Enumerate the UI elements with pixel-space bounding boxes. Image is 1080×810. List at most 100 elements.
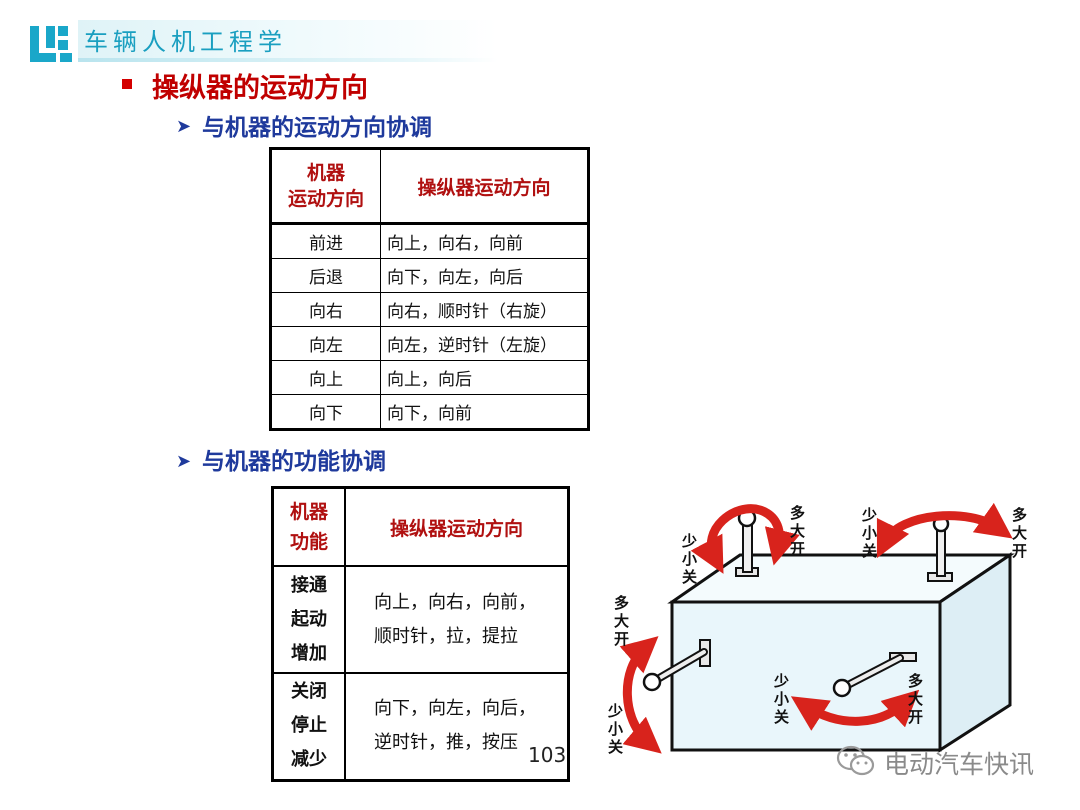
course-title: 车辆人机工程学	[84, 28, 287, 56]
svg-text:开: 开	[1012, 542, 1027, 560]
svg-text:小: 小	[774, 690, 789, 708]
table-row: 向左 向左，逆时针（左旋）	[270, 326, 589, 361]
main-heading: 操纵器的运动方向	[152, 73, 368, 104]
svg-text:大: 大	[614, 612, 629, 630]
function-text: 关闭	[291, 681, 327, 703]
front-lever-knob	[642, 672, 662, 692]
watermark-text: 电动汽车快讯	[884, 750, 1035, 779]
table-header-row: 机器 功能 操纵器运动方向	[271, 486, 570, 567]
svg-text:多: 多	[790, 504, 805, 522]
table-cell-control: 向左，逆时针（左旋）	[380, 326, 589, 361]
svg-text:大: 大	[790, 522, 805, 540]
box-side-face	[938, 552, 1012, 753]
table-cell-control: 向右，顺时针（右旋）	[380, 292, 589, 327]
svg-text:少: 少	[607, 702, 623, 720]
bullet-square	[122, 79, 132, 89]
table-cell-machine: 向下	[270, 394, 381, 430]
motion-direction-table: 机器 运动方向 操纵器运动方向 前进 向上，向右，向前 后退 向下，向左，向后 …	[269, 147, 590, 431]
rotate-arrow-front-left	[619, 636, 662, 754]
function-text: 接通	[291, 574, 327, 596]
function-text: 增加	[291, 642, 327, 664]
svg-text:少: 少	[861, 506, 877, 524]
table-cell-function: 接通 起动 增加	[271, 565, 346, 674]
control-text: 逆时针，推，按压	[374, 732, 518, 754]
table-cell-control: 向上，向后	[380, 360, 589, 395]
table-row: 关闭 停止 减少 向下，向左，向后， 逆时针，推，按压	[271, 672, 570, 781]
table-cell-machine: 后退	[270, 258, 381, 293]
table-header-row: 机器 运动方向 操纵器运动方向	[270, 148, 589, 224]
svg-text:大: 大	[908, 690, 923, 708]
header-text-line: 机器	[306, 162, 345, 184]
table-cell-function: 关闭 停止 减少	[271, 672, 346, 781]
svg-text:关: 关	[862, 542, 877, 560]
table-header-function: 机器 功能	[271, 486, 346, 567]
svg-text:多: 多	[614, 594, 629, 612]
section-heading-function: 与机器的功能协调	[202, 449, 386, 475]
function-text: 减少	[291, 749, 327, 771]
chevron-right-icon: ➤	[176, 451, 192, 472]
rotate-arrow-top-left	[690, 504, 800, 574]
svg-text:开: 开	[790, 540, 805, 558]
control-text: 向上，向右，向前，	[374, 591, 536, 613]
svg-text:少: 少	[773, 672, 789, 690]
svg-text:少: 少	[681, 532, 697, 550]
table-row: 向上 向上，向后	[270, 360, 589, 395]
table-cell-machine: 向右	[270, 292, 381, 327]
control-text: 顺时针，拉，提拉	[374, 625, 518, 647]
table-header-machine: 机器 运动方向	[270, 148, 381, 224]
table-row: 向右 向右，顺时针（右旋）	[270, 292, 589, 327]
table-cell-machine: 向上	[270, 360, 381, 395]
box-front-face	[670, 600, 942, 752]
header-bar	[78, 20, 498, 60]
svg-text:多: 多	[908, 672, 923, 690]
header-underline	[78, 58, 498, 62]
label-more-top-left: 多 大 开	[790, 504, 805, 558]
table-cell-control: 向上，向右，向前， 顺时针，拉，提拉	[344, 565, 570, 674]
rotate-arrow-top-right	[876, 502, 1013, 559]
top-lever2-stem	[936, 525, 946, 577]
rotate-arrow-front-right	[790, 689, 920, 731]
table-cell-control: 向下，向左，向后	[380, 258, 589, 293]
svg-text:大: 大	[1012, 524, 1027, 542]
svg-text:开: 开	[614, 630, 629, 648]
control-box-illustration: 多 大 开 少 小 关 少 小 关 多 大 开 多 大 开 少 小 关 少 小 …	[607, 502, 1027, 756]
section-heading-motion: 与机器的运动方向协调	[202, 115, 432, 141]
svg-text:多: 多	[1012, 506, 1027, 524]
function-direction-table: 机器 功能 操纵器运动方向 接通 起动 增加 向上，向右，向前， 顺时针，拉，提…	[271, 486, 570, 782]
svg-text:关: 关	[774, 708, 789, 726]
table-row: 接通 起动 增加 向上，向右，向前， 顺时针，拉，提拉	[271, 565, 570, 674]
label-less-top-right: 少 小 关	[861, 506, 877, 560]
label-less-top-left: 少 小 关	[681, 532, 697, 586]
page-number: 103	[528, 743, 567, 767]
table-cell-control: 向上，向右，向前	[380, 223, 589, 259]
svg-text:小: 小	[862, 524, 877, 542]
top-lever-stem	[742, 519, 753, 573]
table-cell-machine: 前进	[270, 223, 381, 259]
front-lever2-knob	[832, 678, 852, 698]
svg-text:关: 关	[682, 568, 697, 586]
wechat-icon	[836, 745, 875, 776]
svg-text:开: 开	[908, 708, 923, 726]
label-more-front-left: 多 大 开	[614, 594, 629, 648]
control-text: 向下，向左，向后，	[374, 698, 536, 720]
header-text-line: 运动方向	[287, 188, 364, 210]
header-text-line: 功能	[289, 531, 328, 553]
table-cell-control: 向下，向左，向后， 逆时针，推，按压	[344, 672, 570, 781]
table-cell-machine: 向左	[270, 326, 381, 361]
function-text: 起动	[291, 608, 327, 630]
label-more-top-right: 多 大 开	[1012, 506, 1027, 560]
svg-text:小: 小	[682, 550, 697, 568]
course-logo-icon	[30, 26, 72, 62]
chevron-right-icon: ➤	[176, 116, 192, 137]
header-text-line: 机器	[289, 501, 328, 523]
svg-text:关: 关	[608, 738, 623, 756]
svg-text:小: 小	[608, 720, 623, 738]
table-row: 后退 向下，向左，向后	[270, 258, 589, 293]
table-header-control: 操纵器运动方向	[380, 148, 589, 224]
label-more-front-right: 多 大 开	[908, 672, 923, 726]
label-less-front-left: 少 小 关	[607, 702, 623, 756]
function-text: 停止	[291, 715, 327, 737]
table-row: 向下 向下，向前	[270, 394, 589, 430]
table-row: 前进 向上，向右，向前	[270, 223, 589, 259]
label-less-front-right: 少 小 关	[773, 672, 789, 726]
